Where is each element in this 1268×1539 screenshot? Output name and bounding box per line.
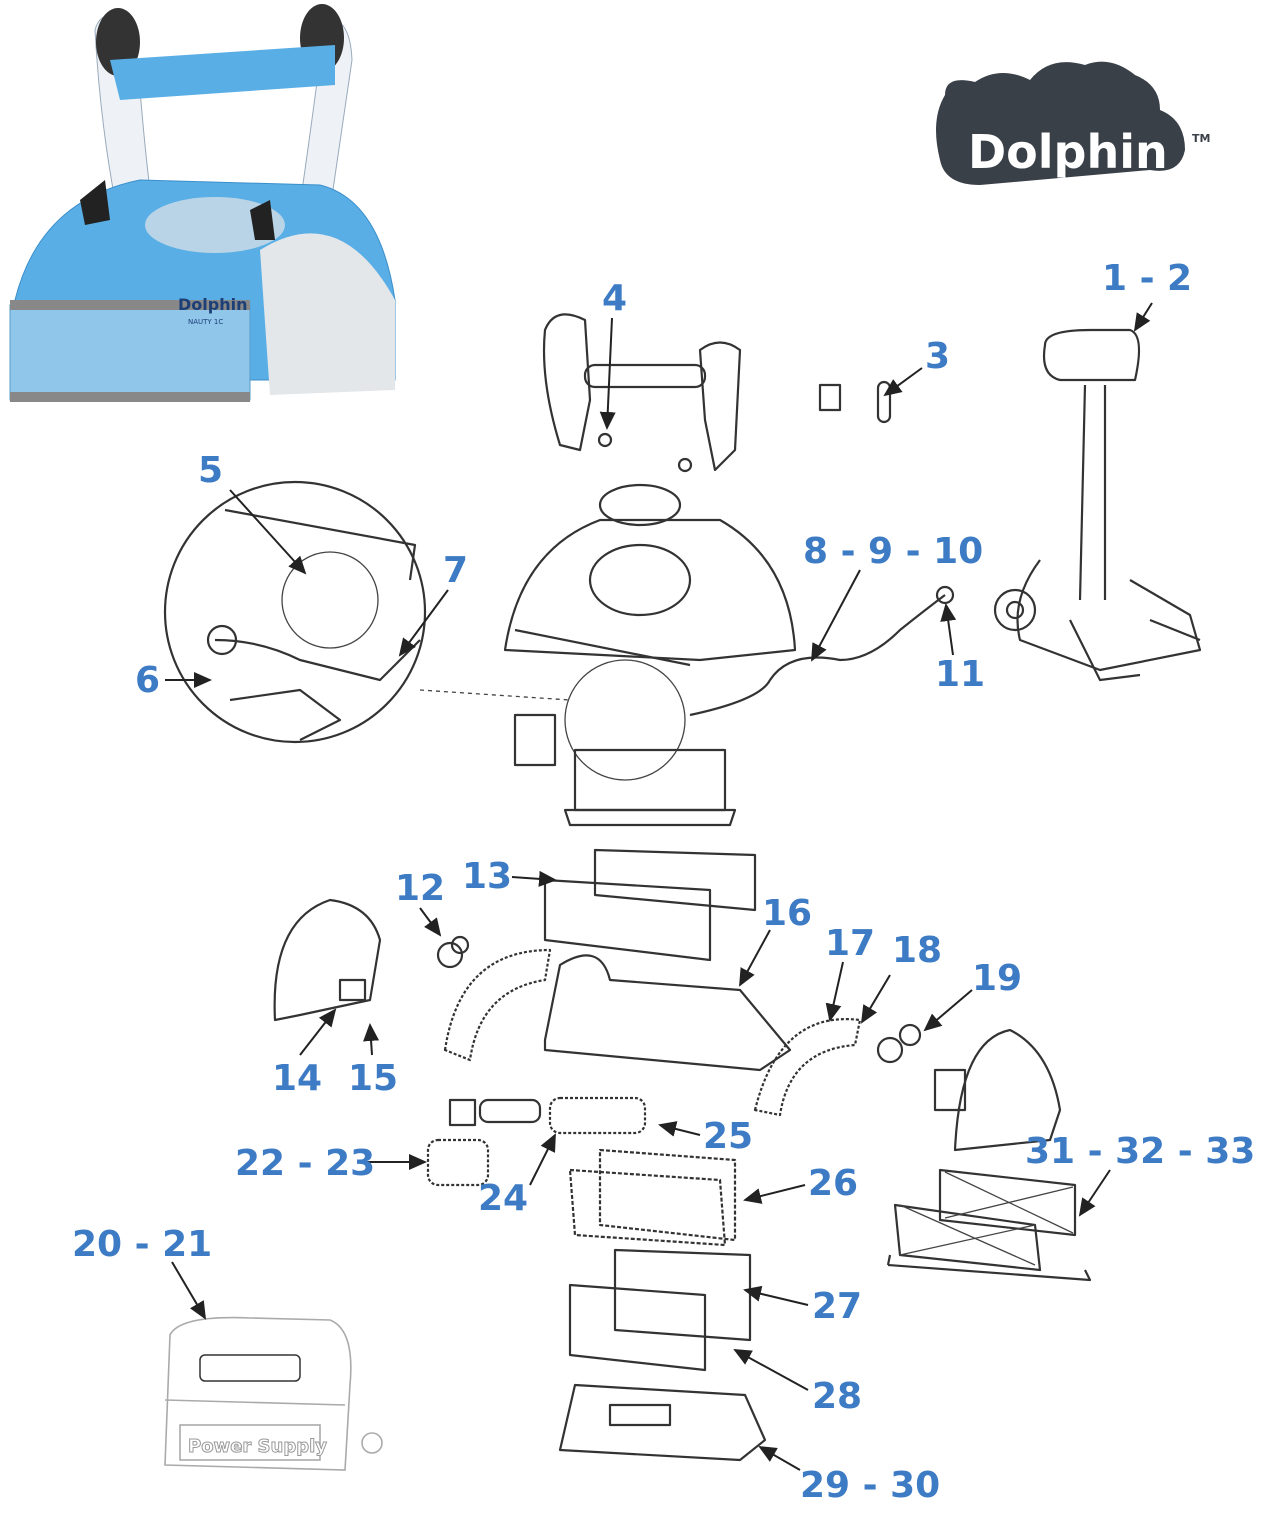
callout-8-9-10: 8 - 9 - 10 xyxy=(803,531,983,572)
callout-25: 25 xyxy=(703,1116,753,1157)
power-supply-part: Power Supply xyxy=(164,1316,383,1471)
callout-4: 4 xyxy=(602,278,627,319)
callout-28: 28 xyxy=(812,1376,862,1417)
filter-frame-part xyxy=(568,1248,752,1372)
brush-parts xyxy=(426,1096,647,1187)
callout-6: 6 xyxy=(135,660,160,701)
trademark-symbol: TM xyxy=(1192,132,1210,145)
handle-part xyxy=(542,313,742,473)
dolphin-logo: Dolphin TM xyxy=(936,61,1210,185)
caddy-part xyxy=(993,328,1202,682)
callout-17: 17 xyxy=(825,923,875,964)
side-panel-right xyxy=(933,1028,1062,1152)
callout-7: 7 xyxy=(443,550,468,591)
callout-5: 5 xyxy=(198,450,223,491)
callout-arrows xyxy=(165,302,1153,1471)
logo-text: Dolphin xyxy=(968,125,1168,179)
motor-unit-part xyxy=(513,585,955,827)
callout-14: 14 xyxy=(272,1058,322,1099)
side-panel-left xyxy=(273,898,382,1022)
power-supply-panel-text: Power Supply xyxy=(188,1436,327,1457)
robot-model-label: NAUTY 1C xyxy=(188,318,223,326)
callout-22-23: 22 - 23 xyxy=(235,1143,375,1184)
robot-product-photo: Dolphin NAUTY 1C xyxy=(9,4,396,402)
callout-29-30: 29 - 30 xyxy=(800,1465,940,1506)
callout-1-2: 1 - 2 xyxy=(1102,258,1192,299)
callout-16: 16 xyxy=(762,893,812,934)
callout-24: 24 xyxy=(478,1178,528,1219)
filter-basket-part xyxy=(568,1148,737,1247)
callout-13: 13 xyxy=(462,856,512,897)
callout-20-21: 20 - 21 xyxy=(72,1224,212,1265)
callout-18: 18 xyxy=(892,930,942,971)
callout-3: 3 xyxy=(925,336,950,377)
detail-magnifier xyxy=(163,480,571,744)
callout-26: 26 xyxy=(808,1163,858,1204)
clip-part xyxy=(818,380,892,424)
callout-12: 12 xyxy=(395,868,445,909)
filter-cover-part xyxy=(543,848,757,962)
callout-15: 15 xyxy=(348,1058,398,1099)
robot-badge-brand: Dolphin xyxy=(178,295,247,314)
top-cover-part xyxy=(503,483,797,667)
callout-27: 27 xyxy=(812,1286,862,1327)
callout-11: 11 xyxy=(935,654,985,695)
chassis-part xyxy=(436,935,922,1117)
filter-panels-part xyxy=(886,1168,1092,1282)
callout-31-32-33: 31 - 32 - 33 xyxy=(1025,1131,1255,1172)
callout-labels: 1 - 2 3 4 5 7 6 8 - 9 - 10 11 12 13 16 1… xyxy=(72,258,1255,1506)
bottom-lid-part xyxy=(558,1383,767,1462)
callout-19: 19 xyxy=(972,958,1022,999)
